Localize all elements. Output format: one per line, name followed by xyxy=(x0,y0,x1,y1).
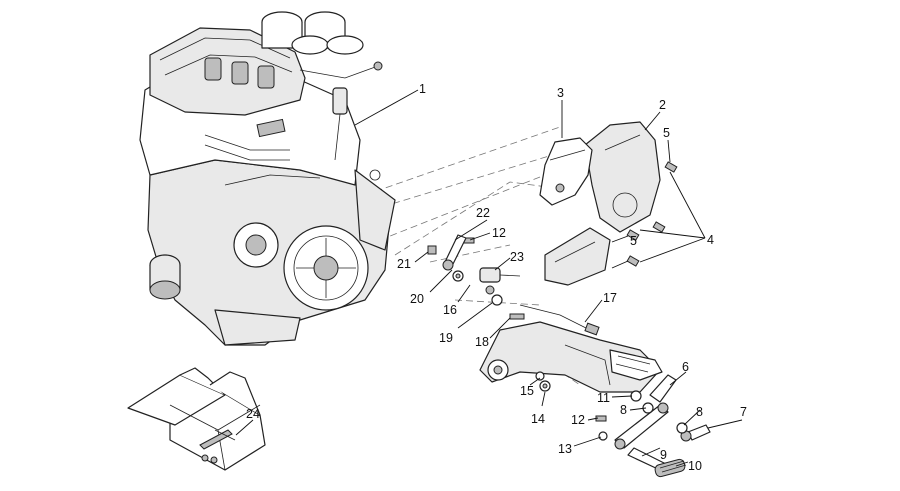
cover-bolts xyxy=(626,161,678,267)
callout-12a: 12 xyxy=(492,226,506,240)
callout-22: 22 xyxy=(476,206,490,220)
callout-17: 17 xyxy=(603,291,617,305)
callout-21: 21 xyxy=(397,257,411,271)
callout-2: 2 xyxy=(659,98,666,112)
callout-8b: 8 xyxy=(696,405,703,419)
callout-5b: 5 xyxy=(630,234,637,248)
cable-end xyxy=(584,322,600,336)
callout-6: 6 xyxy=(682,360,689,374)
callout-11: 11 xyxy=(597,391,610,405)
callout-8a: 8 xyxy=(620,403,627,417)
callout-3: 3 xyxy=(557,86,564,100)
callout-19: 19 xyxy=(439,331,453,345)
callout-13: 13 xyxy=(558,442,572,456)
sprocket-cover xyxy=(584,121,661,233)
leader-lines xyxy=(235,89,743,467)
callout-20: 20 xyxy=(410,292,424,306)
callout-10: 10 xyxy=(688,459,702,473)
callout-15: 15 xyxy=(520,384,534,398)
callout-18: 18 xyxy=(475,335,489,349)
callout-numbers: 1 2 3 4 5 5 6 7 8 8 9 10 11 12 12 13 14 … xyxy=(246,82,747,473)
clutch-slave-cover xyxy=(539,137,593,206)
callout-7: 7 xyxy=(740,405,747,419)
callout-4: 4 xyxy=(707,233,714,247)
footpeg-bracket xyxy=(479,321,663,393)
callout-14: 14 xyxy=(531,412,545,426)
shift-cable xyxy=(519,304,591,331)
chain-guard xyxy=(544,227,611,286)
shift-lever-linkage xyxy=(614,374,711,478)
callout-16: 16 xyxy=(443,303,457,317)
callout-23: 23 xyxy=(510,250,524,264)
spare-parts-box xyxy=(127,367,266,471)
callout-1: 1 xyxy=(419,82,426,96)
callout-5a: 5 xyxy=(663,126,670,140)
callout-24: 24 xyxy=(246,407,260,421)
callout-12b: 12 xyxy=(571,413,585,427)
callout-9: 9 xyxy=(660,448,667,462)
engine-assembly xyxy=(139,11,396,346)
